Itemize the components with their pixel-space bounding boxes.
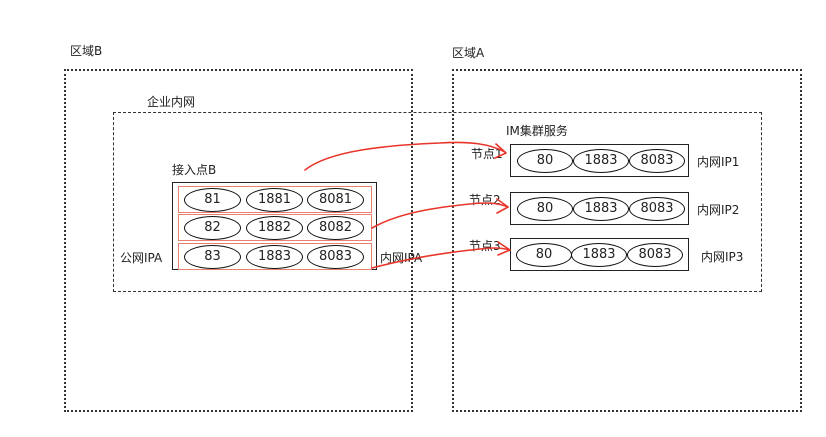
node-2-box bbox=[510, 192, 689, 225]
access-port-1883: 1883 bbox=[246, 245, 303, 269]
node-3-port-8083: 8083 bbox=[627, 243, 683, 267]
node-1-ip-label: 内网IP1 bbox=[697, 155, 740, 169]
access-port-1882: 1882 bbox=[246, 216, 303, 240]
public-ip-label: 公网IPA bbox=[120, 251, 163, 265]
node-1-label: 节点1 bbox=[471, 147, 503, 161]
node-3-port-80: 80 bbox=[516, 243, 572, 267]
node-1-port-80: 80 bbox=[517, 149, 573, 173]
node-3-ip-label: 内网IP3 bbox=[701, 250, 744, 264]
region-a-label: 区域A bbox=[452, 46, 485, 60]
node-2-port-8083: 8083 bbox=[629, 197, 685, 221]
node-1-box bbox=[510, 144, 689, 177]
access-port-8082: 8082 bbox=[307, 216, 364, 240]
access-port-82: 82 bbox=[184, 216, 241, 240]
intranet-label: 企业内网 bbox=[147, 95, 196, 109]
access-port-8081: 8081 bbox=[307, 188, 364, 212]
region-b-boundary bbox=[64, 69, 413, 412]
access-port-8083: 8083 bbox=[307, 245, 364, 269]
region-b-label: 区域B bbox=[70, 44, 103, 58]
intranet-boundary bbox=[113, 112, 762, 292]
access-port-1881: 1881 bbox=[246, 188, 303, 212]
node-3-port-1883: 1883 bbox=[571, 243, 627, 267]
region-a-boundary bbox=[452, 69, 802, 412]
node-2-port-1883: 1883 bbox=[573, 197, 629, 221]
node-2-label: 节点2 bbox=[469, 193, 501, 207]
im-cluster-label: IM集群服务 bbox=[506, 124, 568, 138]
access-point-label: 接入点B bbox=[172, 163, 217, 177]
private-ip-label: 内网IPA bbox=[380, 251, 423, 265]
node-2-ip-label: 内网IP2 bbox=[697, 203, 740, 217]
node-3-label: 节点3 bbox=[469, 239, 501, 253]
access-point-row-1 bbox=[178, 186, 372, 213]
access-port-81: 81 bbox=[184, 188, 241, 212]
access-port-83: 83 bbox=[184, 245, 241, 269]
node-1-port-8083: 8083 bbox=[629, 149, 685, 173]
node-2-port-80: 80 bbox=[517, 197, 573, 221]
node-1-port-1883: 1883 bbox=[573, 149, 629, 173]
